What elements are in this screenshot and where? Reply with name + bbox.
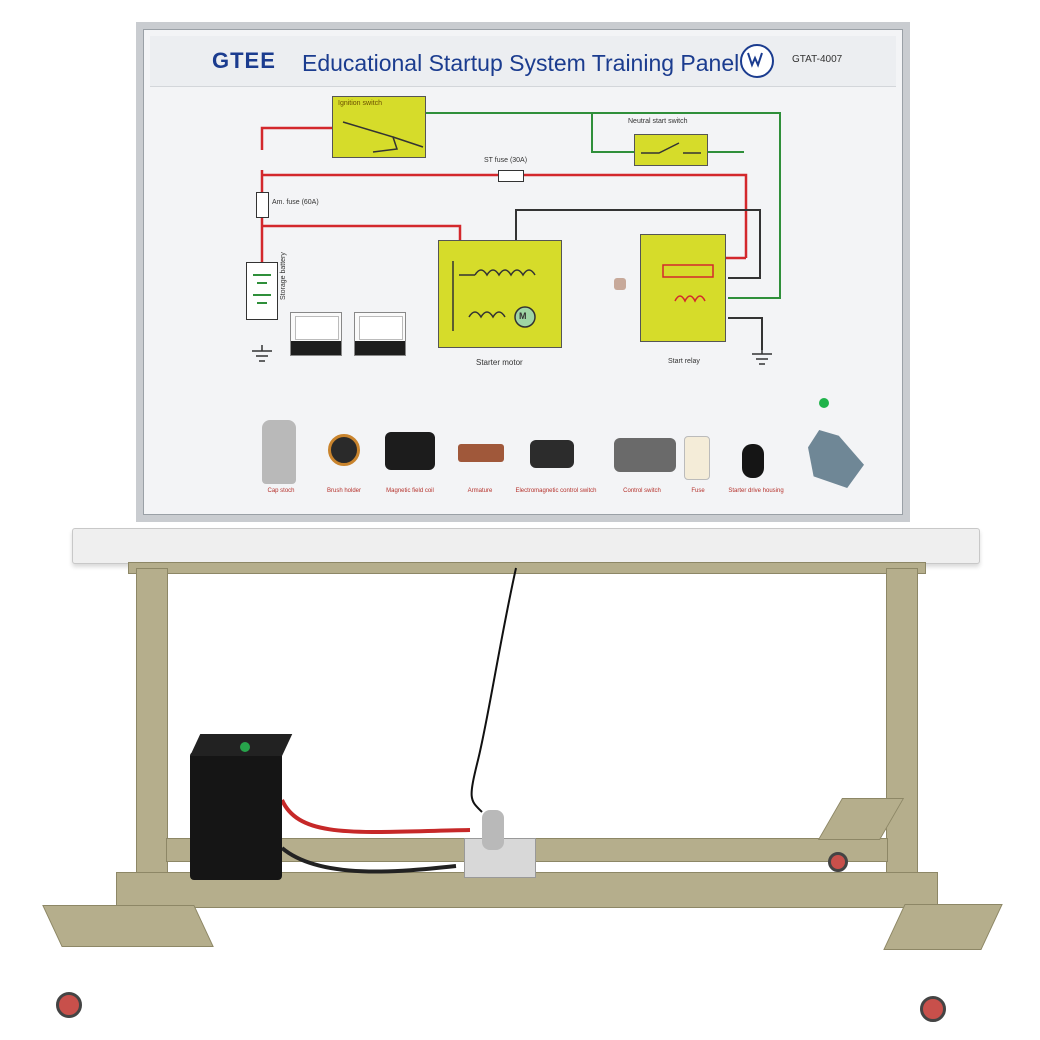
component-solenoid (530, 440, 574, 468)
lead-acid-battery (190, 734, 293, 880)
component-label-4: Electromagnetic control switch (515, 488, 597, 494)
storage-battery-symbol (246, 262, 278, 320)
component-label-5: Control switch (623, 488, 661, 494)
component-armature (458, 444, 504, 462)
component-brush-holder (328, 434, 360, 466)
neutral-start-switch-box (634, 134, 708, 166)
am-fuse-icon (256, 192, 269, 218)
motor-symbol: M (519, 311, 527, 321)
component-drive-housing (742, 444, 764, 478)
coil-icon (452, 261, 536, 331)
caster-wheel-front-left (56, 992, 82, 1018)
starter-motor-unit (454, 810, 538, 880)
component-label-6: Fuse (691, 488, 705, 494)
starter-motor-label: Starter motor (476, 358, 523, 367)
start-relay-label: Start relay (668, 358, 700, 365)
component-label-2: Magnetic field coil (386, 488, 434, 494)
caster-wheel-front-right (920, 996, 946, 1022)
neutral-start-switch-label: Neutral start switch (628, 118, 688, 125)
ground-icon (752, 348, 772, 365)
component-field-coil (385, 432, 435, 470)
frame-right-leg (886, 568, 918, 880)
component-label-7: Starter drive housing (728, 488, 784, 494)
frame-top-rail (128, 562, 926, 574)
component-control-switch (614, 438, 676, 472)
caster-wheel-back-right (828, 852, 848, 872)
component-label-0: Cap stoch (267, 488, 295, 494)
gtee-logo: GTEE (212, 48, 276, 73)
component-label-1: Brush holder (326, 488, 362, 494)
model-code: GTAT-4007 (792, 54, 843, 65)
panel-title: Educational Startup System Training Pane… (302, 50, 740, 76)
starter-motor-schematic: M (438, 240, 562, 348)
ammeter (354, 312, 406, 356)
ignition-switch-box (332, 96, 426, 158)
ignition-switch-label: Ignition switch (338, 100, 382, 107)
fuse-icon (498, 170, 524, 182)
frame-left-leg (136, 568, 168, 880)
start-relay-schematic (640, 234, 726, 342)
vw-logo-icon (740, 44, 774, 78)
am-fuse-label: Am. fuse (60A) (272, 199, 319, 206)
small-knob (614, 278, 626, 290)
st-fuse-label: ST fuse (30A) (484, 157, 528, 164)
indicator-light-icon (819, 398, 829, 408)
component-label-3: Armature (467, 488, 493, 494)
ground-icon (252, 345, 272, 362)
voltmeter (290, 312, 342, 356)
component-cap (262, 420, 296, 484)
component-fuse (684, 436, 710, 480)
